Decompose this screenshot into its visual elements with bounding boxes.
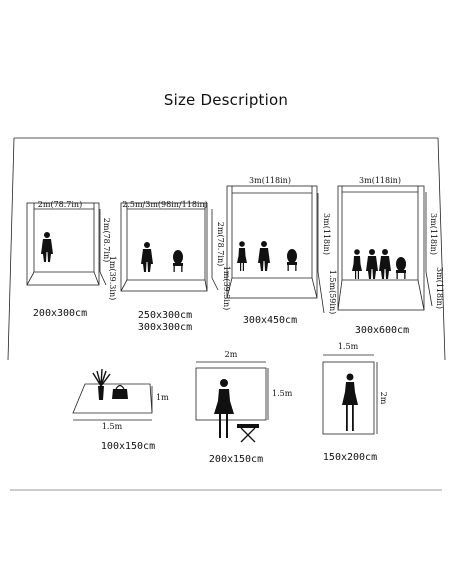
height-label: 2m(78.7in): [102, 218, 111, 262]
chair-silhouette: [287, 249, 297, 271]
floor-label: 3m(118in): [435, 267, 444, 309]
height-label: 2m(78.7in): [216, 222, 225, 266]
panel-caption: 300x450cm: [243, 315, 297, 326]
width-label: 2m(78.7in): [38, 200, 82, 209]
flowers-silhouette: [92, 368, 111, 387]
floor-mat-100x150: 1.5m 1m 100x150cm: [72, 368, 169, 452]
panel-caption-line1: 250x300cm: [138, 310, 192, 321]
backdrop-panel-150x200: 1.5m 2m 150x200cm: [322, 342, 388, 463]
panel-caption: 150x200cm: [323, 452, 377, 463]
width-label: 2.5m/3m(98in/118in): [122, 200, 208, 209]
panel-caption: 300x600cm: [355, 325, 409, 336]
floor-label: 1m(39.3in): [108, 256, 117, 300]
height-label: 3m(118in): [322, 213, 331, 255]
person-silhouette: [258, 241, 270, 271]
panel-caption: 200x150cm: [209, 454, 263, 465]
room-outline: [7, 137, 446, 361]
woman-silhouette: [352, 249, 362, 279]
woman-silhouette: [237, 241, 247, 271]
page-title: Size Description: [163, 91, 289, 109]
handbag-silhouette: [112, 389, 128, 399]
person-silhouette: [41, 232, 53, 262]
backdrop-panel-200x150: 2m 1.5m 200x150cm: [195, 350, 293, 465]
width-label: 3m(118in): [249, 176, 291, 185]
height-label: 3m(118in): [429, 213, 438, 255]
panel-caption: 200x300cm: [33, 308, 87, 319]
chair-silhouette: [396, 257, 406, 279]
person-silhouette: [141, 242, 153, 272]
vase-silhouette: [98, 386, 104, 400]
person-silhouette: [366, 249, 378, 279]
panel-caption: 100x150cm: [101, 441, 155, 452]
height-label: 2m: [379, 392, 388, 405]
height-label: 1m: [156, 393, 169, 402]
backdrop-panel-250x300: 2.5m/3m(98in/118in) 2m(78.7in) 1m(39.3in…: [120, 200, 231, 333]
woman-silhouette: [214, 379, 234, 438]
width-label: 3m(118in): [359, 176, 401, 185]
height-label: 1.5m: [272, 389, 293, 398]
woman-silhouette: [342, 373, 358, 431]
panel-caption-line2: 300x300cm: [138, 322, 192, 333]
width-label: 1.5m: [102, 422, 123, 431]
width-label: 2m: [225, 350, 238, 359]
floor-label: 1.5m(59in): [328, 270, 337, 314]
backdrop-panel-300x600: 3m(118in) 3m(118in) 3m(118in) 300x600cm: [337, 176, 444, 336]
chair-silhouette: [173, 250, 183, 272]
person-silhouette: [379, 249, 391, 279]
stool-silhouette: [237, 424, 259, 443]
width-label: 1.5m: [338, 342, 359, 351]
backdrop-panel-200x300: 2m(78.7in) 2m(78.7in) 1m(39.3in) 200x300…: [26, 200, 117, 319]
floor-label: 1m(39.3in): [222, 266, 231, 310]
backdrop-panel-300x450: 3m(118in) 3m(118in) 1.5m(59in) 300x450cm: [226, 176, 337, 326]
